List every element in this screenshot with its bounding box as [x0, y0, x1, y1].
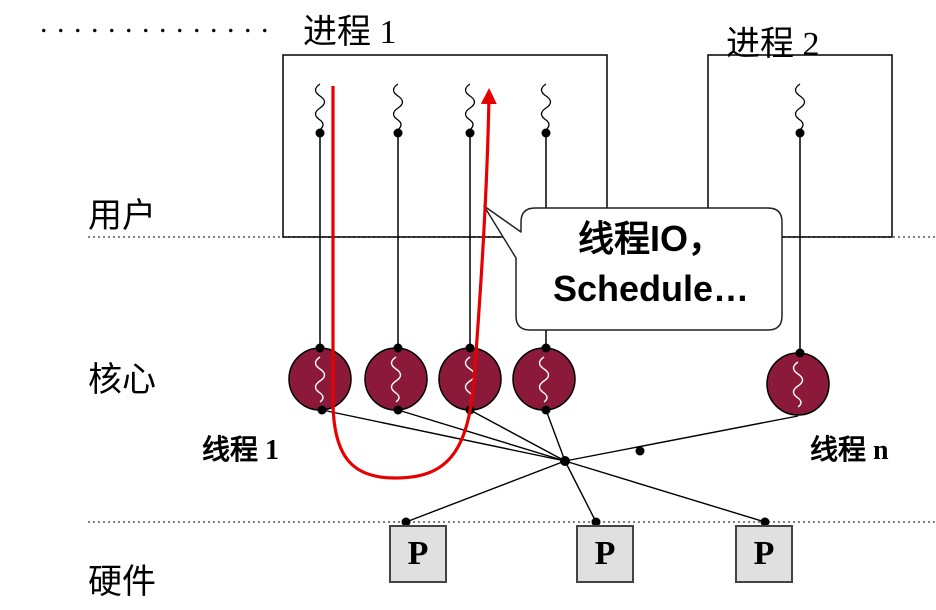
link-line	[564, 460, 597, 523]
connection-dot	[591, 517, 601, 527]
processor-label: P	[594, 535, 616, 572]
connection-dot	[465, 343, 475, 353]
hardware-layer-label: 硬件	[88, 564, 156, 601]
callout-line-1: 线程IO，	[577, 218, 724, 259]
connection-dot	[760, 517, 770, 527]
scheduler-dots	[401, 446, 770, 527]
connection-dot	[541, 343, 551, 353]
user-thread-squiggle	[540, 83, 552, 131]
flow-arrow	[331, 86, 497, 480]
connection-dot	[393, 128, 403, 138]
connection-dot	[315, 128, 325, 138]
process-1-box	[282, 54, 608, 238]
user-layer-label: 用户	[88, 198, 156, 235]
kernel-squiggle	[390, 356, 402, 403]
scheduler-hub-dot	[560, 456, 570, 466]
processor-label: P	[753, 535, 775, 572]
link-line	[405, 460, 566, 523]
link-line	[321, 409, 566, 462]
processor-2: P	[576, 525, 634, 583]
processor-label: P	[407, 535, 429, 572]
connection-dot	[795, 128, 805, 138]
user-kernel-links	[319, 133, 801, 353]
link-line	[469, 409, 566, 462]
link-line	[397, 409, 566, 462]
process-2-label: 进程 2	[726, 26, 820, 63]
link-line	[564, 415, 799, 462]
connection-dot	[795, 348, 805, 358]
processor-3: P	[735, 525, 793, 583]
link-line	[564, 460, 766, 523]
user-thread-squiggle	[464, 83, 476, 131]
kernel-squiggle	[538, 356, 550, 403]
user-thread-squiggle	[314, 83, 326, 131]
connection-dot	[393, 343, 403, 353]
connection-dot	[465, 128, 475, 138]
callout-line-2: Schedule…	[552, 268, 750, 309]
callout-bubble	[483, 205, 783, 331]
thread-1-label: 线程 1	[202, 435, 280, 466]
connection-dot	[315, 343, 325, 353]
callout-text: 线程IO， Schedule…	[520, 214, 782, 314]
kernel-layer-label: 核心	[88, 362, 156, 399]
scheduler-links	[321, 409, 799, 523]
link-line	[545, 409, 566, 462]
process-1-label: 进程 1	[303, 14, 397, 51]
header-dots: . . . . . . . . . . . . . .	[40, 6, 270, 39]
connection-dot	[401, 517, 411, 527]
processor-1: P	[389, 525, 447, 583]
connection-dots-top	[315, 128, 805, 138]
user-thread-squiggle	[392, 83, 404, 131]
user-thread-squiggle	[794, 83, 806, 131]
user-thread-squiggles	[314, 83, 806, 131]
kernel-threads	[288, 347, 830, 416]
kernel-squiggle	[792, 361, 804, 408]
connection-dot	[541, 128, 551, 138]
connection-dot	[635, 446, 645, 456]
thread-n-label: 线程 n	[810, 435, 889, 466]
kernel-squiggle	[314, 356, 326, 403]
